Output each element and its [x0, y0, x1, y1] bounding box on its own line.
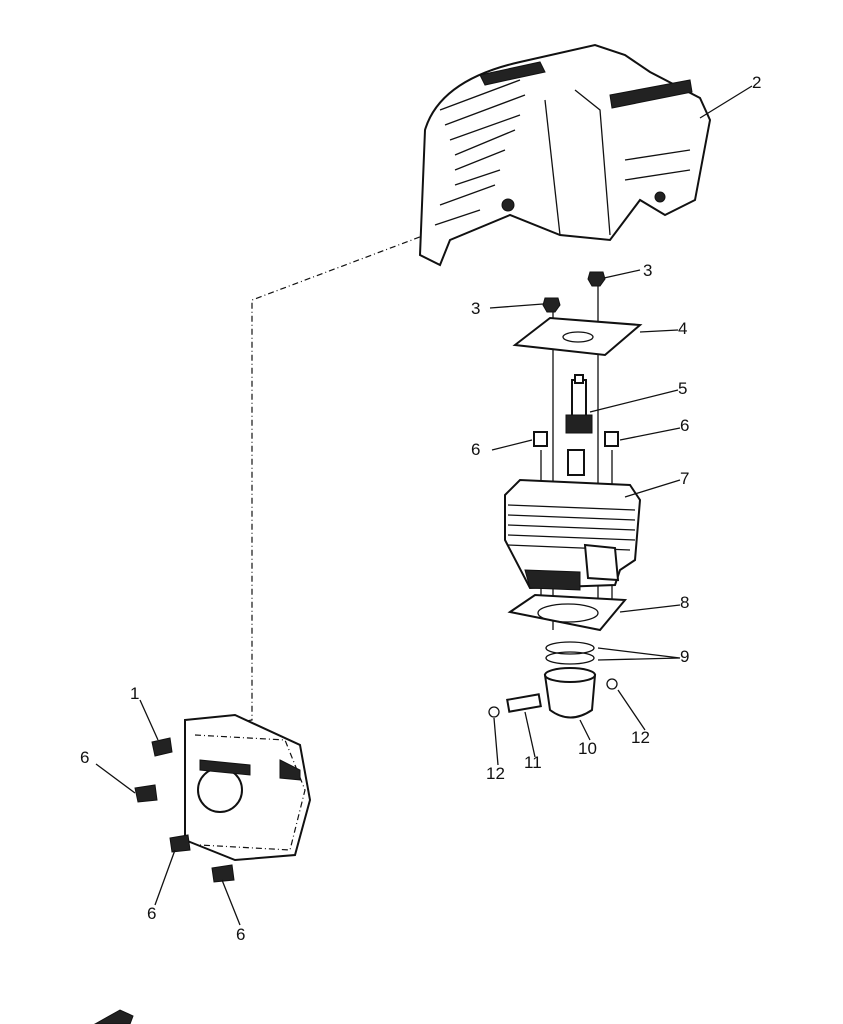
callout-1: 1: [130, 684, 139, 703]
part-11-piston-pin: [506, 693, 542, 713]
callout-3: 3: [643, 261, 652, 280]
callout-10: 10: [578, 739, 597, 758]
part-4-plate: [512, 316, 643, 357]
callout-5: 5: [678, 379, 687, 398]
part-1-crankcase: [151, 713, 312, 862]
part-5-spark-plug: [565, 374, 593, 434]
part-9-piston-rings: [545, 641, 595, 665]
callout-4: 4: [678, 319, 687, 338]
callout-12: 12: [631, 728, 650, 747]
callout-6: 6: [236, 925, 245, 944]
part-6-bolts-cylinder: [533, 431, 619, 476]
callout-7: 7: [680, 469, 689, 488]
part-7-cylinder: [504, 478, 642, 591]
part-12-circlip: [488, 678, 618, 718]
callout-3: 3: [471, 299, 480, 318]
part-10-piston: [543, 667, 597, 719]
part-8-gasket: [507, 593, 628, 632]
partial-part-bottom: [93, 1009, 134, 1024]
callout-2: 2: [752, 73, 761, 92]
callout-8: 8: [680, 593, 689, 612]
callout-6: 6: [147, 904, 156, 923]
callout-11: 11: [524, 753, 542, 772]
callout-9: 9: [680, 647, 689, 666]
part-2-engine-shroud: [418, 43, 712, 267]
callout-6: 6: [680, 416, 689, 435]
callout-6: 6: [471, 440, 480, 459]
leader-lines: [95, 85, 753, 926]
assembly-line-shroud-crankcase: [239, 204, 506, 723]
assembly-axis-lines: [540, 280, 613, 630]
callout-6: 6: [80, 748, 89, 767]
part-3-nut: [542, 271, 606, 313]
part-6-bolts-crankcase: [134, 784, 235, 883]
callout-12: 12: [486, 764, 505, 783]
